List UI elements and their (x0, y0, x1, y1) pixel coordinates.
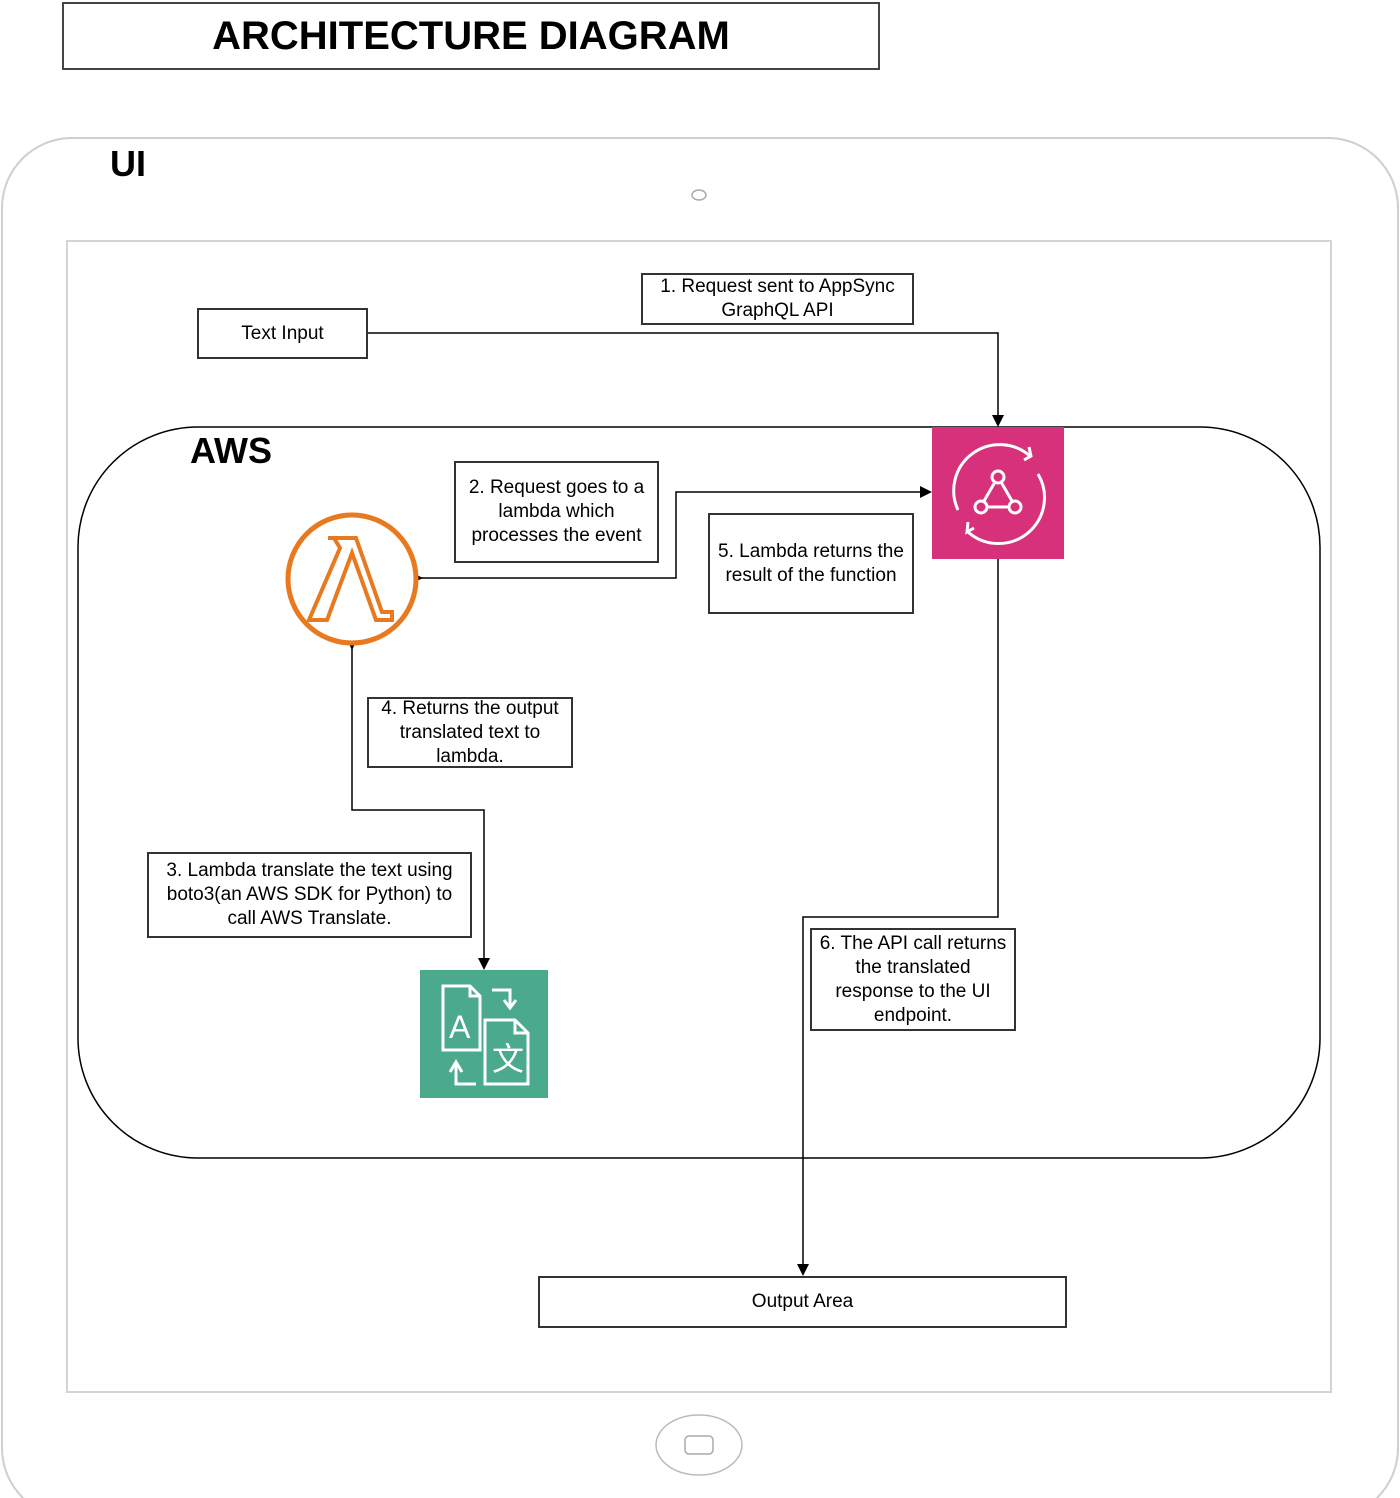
appsync-icon[interactable] (932, 427, 1064, 559)
arrow-text-input-to-appsync (368, 332, 1004, 427)
svg-text:文: 文 (492, 1041, 524, 1077)
tablet-screen (66, 240, 1332, 1393)
step-3-label: 3. Lambda translate the text using boto3… (147, 852, 472, 938)
translate-icon[interactable]: A 文 (420, 970, 548, 1098)
home-button-square (684, 1435, 714, 1455)
home-button[interactable] (655, 1414, 743, 1476)
step-6-label: 6. The API call returns the translated r… (810, 928, 1016, 1031)
svg-text:A: A (449, 1009, 471, 1045)
diagram-title: ARCHITECTURE DIAGRAM (62, 2, 880, 70)
text-input-box[interactable]: Text Input (197, 308, 368, 359)
arrow-lambda-appsync (411, 486, 932, 584)
ui-label: UI (110, 143, 146, 184)
arrow-appsync-to-output (797, 559, 999, 1276)
step-1-label: 1. Request sent to AppSync GraphQL API (641, 273, 914, 325)
tablet-camera (691, 189, 707, 201)
aws-label: AWS (190, 430, 273, 471)
output-area-box[interactable]: Output Area (538, 1276, 1067, 1328)
step-4-label: 4. Returns the output translated text to… (367, 697, 573, 768)
lambda-icon[interactable] (285, 512, 419, 646)
step-5-label: 5. Lambda returns the result of the func… (708, 513, 914, 614)
arrow-lambda-translate (346, 638, 490, 970)
aws-container (77, 426, 1321, 1159)
step-2-label: 2. Request goes to a lambda which proces… (454, 461, 659, 563)
